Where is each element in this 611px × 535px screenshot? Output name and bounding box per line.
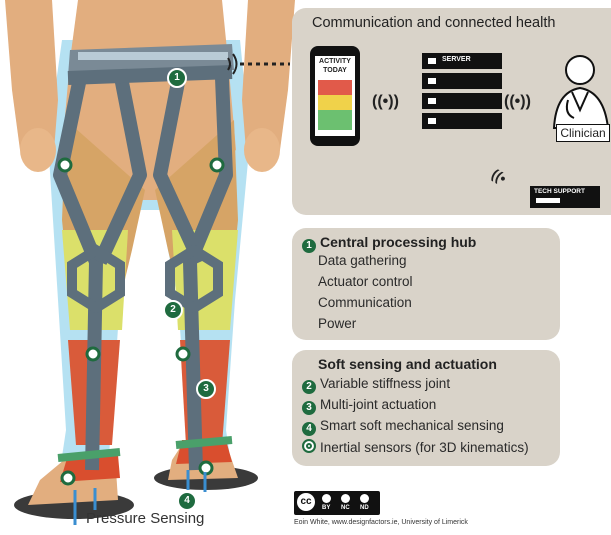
soft-item-inertial-sensors: Inertial sensors (for 3D kinematics) bbox=[302, 439, 529, 455]
callout-1: 1 bbox=[167, 66, 191, 88]
cc-by-icon bbox=[322, 494, 331, 503]
left-hand bbox=[20, 128, 56, 172]
clinician-label: Clinician bbox=[556, 124, 610, 142]
cc-nc: NC bbox=[341, 505, 350, 511]
pressure-sensing-label: Pressure Sensing bbox=[86, 510, 204, 527]
callout-3: 3 bbox=[196, 377, 220, 399]
server-rack: SERVER bbox=[422, 53, 502, 129]
hub-item-power: Power bbox=[318, 316, 356, 331]
soft-title: Soft sensing and actuation bbox=[318, 356, 497, 372]
tech-support-lights bbox=[536, 198, 560, 203]
server-unit bbox=[422, 73, 502, 89]
server-light bbox=[428, 58, 436, 64]
soft-number-badge: 2 bbox=[302, 380, 316, 394]
phone-icon: ACTIVITY TODAY bbox=[310, 46, 360, 146]
phone-screen: ACTIVITY TODAY bbox=[315, 56, 355, 136]
exosuit-body-illustration bbox=[0, 0, 300, 535]
cc-nd: ND bbox=[360, 505, 369, 511]
callout-4: 4 bbox=[177, 489, 201, 511]
phone-line-1: ACTIVITY bbox=[315, 58, 355, 65]
soft-item-variable-stiffness: 2 Variable stiffness joint bbox=[302, 376, 450, 394]
soft-item-label: Smart soft mechanical sensing bbox=[320, 418, 504, 433]
hub-item-communication: Communication bbox=[318, 295, 412, 310]
server-light bbox=[428, 118, 436, 124]
server-unit bbox=[422, 113, 502, 129]
soft-item-smart-sensing: 4 Smart soft mechanical sensing bbox=[302, 418, 504, 436]
cc-nd-icon bbox=[360, 494, 369, 503]
hub-panel: 1 Central processing hub Data gathering A… bbox=[292, 228, 560, 340]
inertial-sensor-icon bbox=[302, 439, 316, 453]
soft-number-badge: 3 bbox=[302, 401, 316, 415]
hub-title-row: 1 Central processing hub bbox=[302, 234, 476, 253]
soft-item-multi-joint: 3 Multi-joint actuation bbox=[302, 397, 436, 415]
server-unit bbox=[422, 93, 502, 109]
credit-line: Eoin White, www.designfactors.ie, Univer… bbox=[294, 519, 468, 526]
tech-support-device: TECH SUPPORT bbox=[530, 186, 600, 208]
hub-number-badge: 1 bbox=[302, 239, 316, 253]
phone-line-2: TODAY bbox=[315, 67, 355, 74]
right-ankle-band bbox=[176, 440, 232, 445]
cc-logo: cc bbox=[297, 493, 315, 511]
soft-item-label: Multi-joint actuation bbox=[320, 397, 436, 412]
server-unit: SERVER bbox=[422, 53, 502, 69]
clinician-icon bbox=[550, 48, 611, 136]
server-light bbox=[428, 98, 436, 104]
wifi-signal-icon-3: ((• bbox=[489, 166, 509, 187]
server-light bbox=[428, 78, 436, 84]
soft-number-badge: 4 bbox=[302, 422, 316, 436]
cc-by: BY bbox=[322, 505, 330, 511]
hub-item-data-gathering: Data gathering bbox=[318, 253, 407, 268]
wifi-signal-icon-1: ((•)) bbox=[372, 93, 399, 111]
tech-support-label: TECH SUPPORT bbox=[534, 188, 585, 195]
hub-title: Central processing hub bbox=[320, 234, 476, 250]
server-label: SERVER bbox=[442, 56, 471, 63]
communication-panel: Communication and connected health ACTIV… bbox=[292, 8, 611, 215]
cc-license-badge: cc BY NC ND bbox=[294, 491, 380, 515]
callout-2: 2 bbox=[163, 298, 187, 320]
soft-item-label: Variable stiffness joint bbox=[320, 376, 450, 391]
soft-sensing-panel: Soft sensing and actuation 2 Variable sti… bbox=[292, 350, 560, 466]
belt-strip bbox=[78, 52, 228, 60]
phone-chart bbox=[318, 80, 352, 130]
right-hand bbox=[244, 128, 280, 172]
communication-title: Communication and connected health bbox=[312, 15, 555, 31]
cc-nc-icon bbox=[341, 494, 350, 503]
wifi-signal-icon-2: ((•)) bbox=[504, 93, 531, 111]
hub-item-actuator-control: Actuator control bbox=[318, 274, 413, 289]
soft-item-label: Inertial sensors (for 3D kinematics) bbox=[320, 440, 529, 455]
